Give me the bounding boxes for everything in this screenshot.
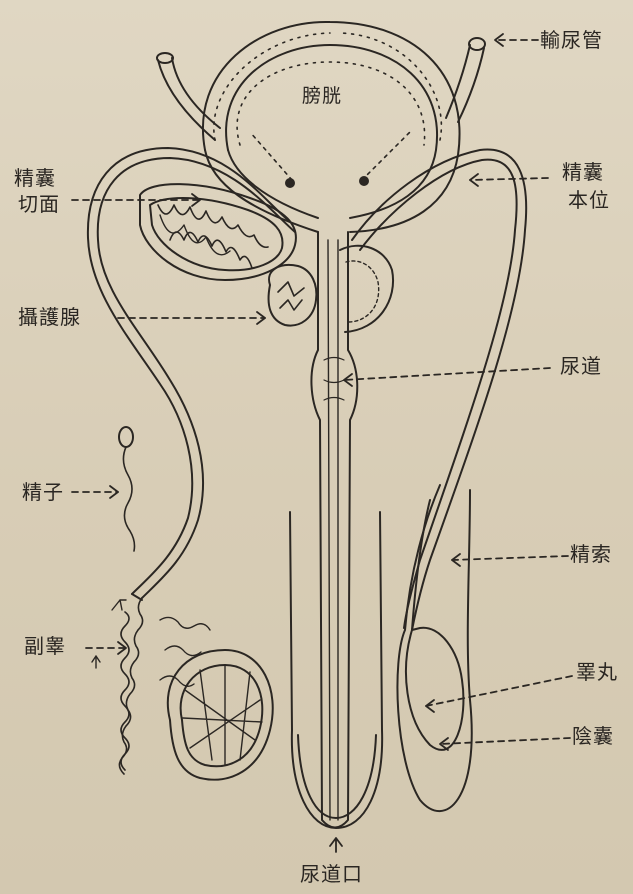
testis-right: [406, 628, 463, 750]
bladder: [203, 22, 460, 232]
ureter-right: [446, 38, 485, 122]
label-seminal-vesicle-section-1: 精囊: [14, 166, 56, 190]
vas-deferens-left: [88, 148, 295, 600]
penis: [290, 512, 382, 852]
label-spermatic-cord: 精索: [570, 542, 612, 566]
leader-arrowheads: [110, 34, 503, 750]
label-urethral-opening: 尿道口: [300, 862, 363, 886]
epididymis: [92, 598, 210, 774]
label-seminal-vesicle-position-1: 精囊: [562, 160, 604, 184]
label-testis: 睪丸: [576, 660, 618, 684]
ureter-left: [157, 53, 220, 140]
label-epididymis: 副睾: [24, 634, 66, 658]
sperm: [119, 427, 135, 551]
label-ureter: 輸尿管: [540, 28, 603, 52]
label-prostate: 攝護腺: [18, 305, 81, 329]
label-scrotum: 陰囊: [572, 724, 614, 748]
label-urethra: 尿道: [560, 354, 602, 378]
label-bladder: 膀胱: [302, 84, 342, 108]
label-sperm: 精子: [22, 480, 64, 504]
label-seminal-vesicle-section-2: 切面: [18, 192, 60, 216]
testis-section: [168, 650, 273, 780]
label-seminal-vesicle-position-2: 本位: [568, 188, 610, 212]
